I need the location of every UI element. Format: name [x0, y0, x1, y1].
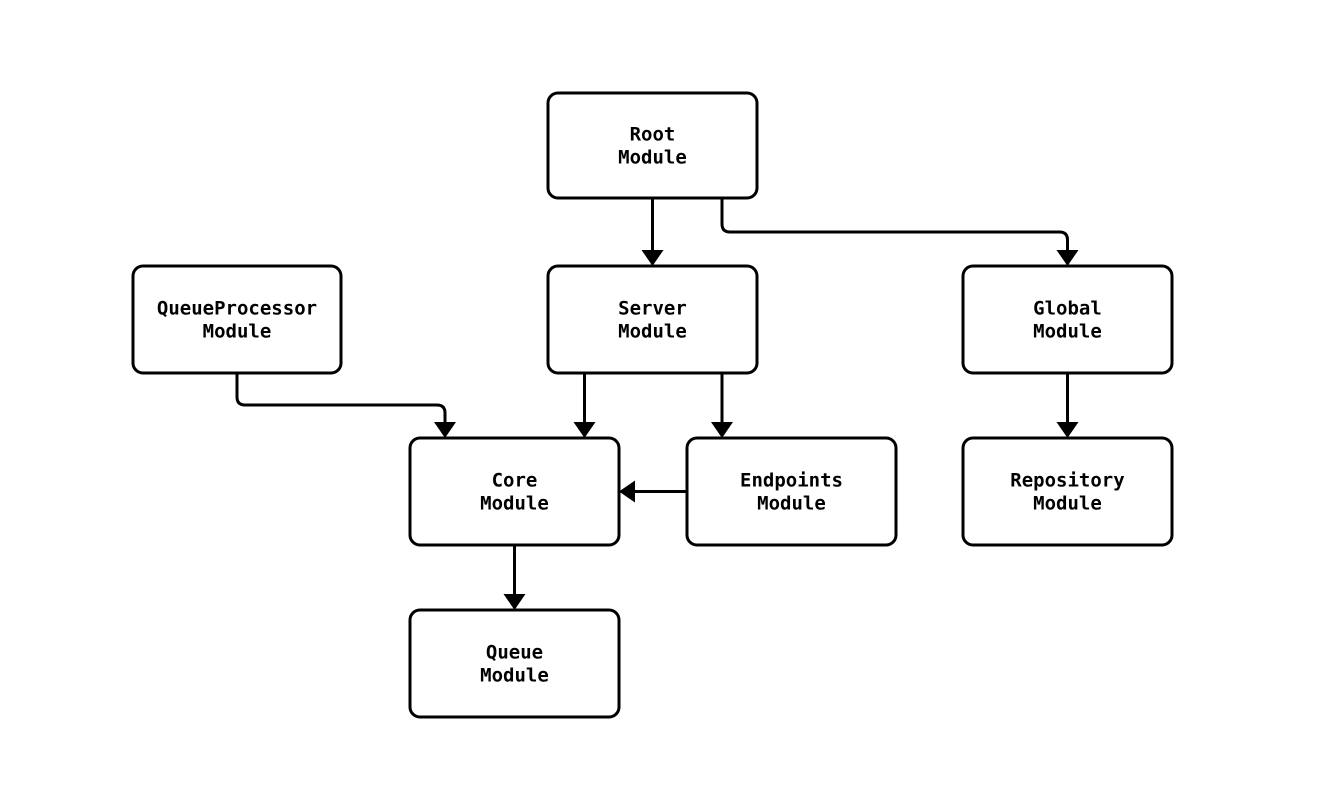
node-label-line1: QueueProcessor: [157, 298, 317, 320]
node-endpoints-module: Endpoints Module: [685, 436, 898, 547]
node-global-module: Global Module: [961, 264, 1174, 375]
node-label-line1: Queue: [486, 642, 543, 664]
arrowhead-icon: [711, 422, 733, 438]
node-box: [408, 608, 621, 719]
node-label-line1: Root: [630, 124, 676, 146]
node-label-line2: Module: [480, 665, 549, 687]
edge-root-to-global: [720, 198, 1079, 266]
node-box: [546, 264, 759, 375]
edges: [235, 198, 1079, 610]
edge-queueprocessor-to-core: [235, 373, 456, 438]
edge-server-to-endpoints: [711, 373, 733, 438]
node-label-line2: Module: [480, 493, 549, 515]
node-label-line1: Server: [618, 298, 687, 320]
node-label-line2: Module: [757, 493, 826, 515]
node-label-line2: Module: [203, 321, 272, 343]
arrowhead-icon: [1056, 422, 1079, 438]
node-label-line2: Module: [1033, 321, 1102, 343]
arrowhead-icon: [619, 480, 635, 503]
node-label-line2: Module: [618, 321, 687, 343]
node-queue-module: Queue Module: [408, 608, 621, 719]
node-core-module: Core Module: [408, 436, 621, 547]
edge-endpoints-to-core: [619, 480, 687, 503]
edge-root-to-server: [641, 198, 664, 266]
node-queueprocessor-module: QueueProcessor Module: [131, 264, 343, 375]
node-repository-module: Repository Module: [961, 436, 1174, 547]
node-label-line2: Module: [618, 147, 687, 169]
edge-line: [235, 373, 447, 422]
edge-global-to-repository: [1056, 373, 1079, 438]
node-label-line1: Repository: [1010, 470, 1124, 492]
arrowhead-icon: [1056, 250, 1079, 266]
node-label-line1: Core: [492, 470, 538, 492]
node-box: [961, 264, 1174, 375]
node-label-line2: Module: [1033, 493, 1102, 515]
node-box: [131, 264, 343, 375]
nodes: Root Module QueueProcessor Module Server…: [131, 91, 1174, 719]
node-box: [961, 436, 1174, 547]
arrowhead-icon: [434, 422, 456, 438]
node-root-module: Root Module: [546, 91, 759, 200]
node-box: [546, 91, 759, 200]
edge-core-to-queue: [503, 545, 526, 610]
arrowhead-icon: [641, 250, 664, 266]
node-server-module: Server Module: [546, 264, 759, 375]
node-box: [685, 436, 898, 547]
arrowhead-icon: [573, 422, 596, 438]
node-label-line1: Global: [1033, 298, 1102, 320]
edge-server-to-core: [573, 373, 596, 438]
arrowhead-icon: [503, 594, 526, 610]
node-label-line1: Endpoints: [740, 470, 843, 492]
node-box: [408, 436, 621, 547]
edge-line: [720, 198, 1069, 250]
